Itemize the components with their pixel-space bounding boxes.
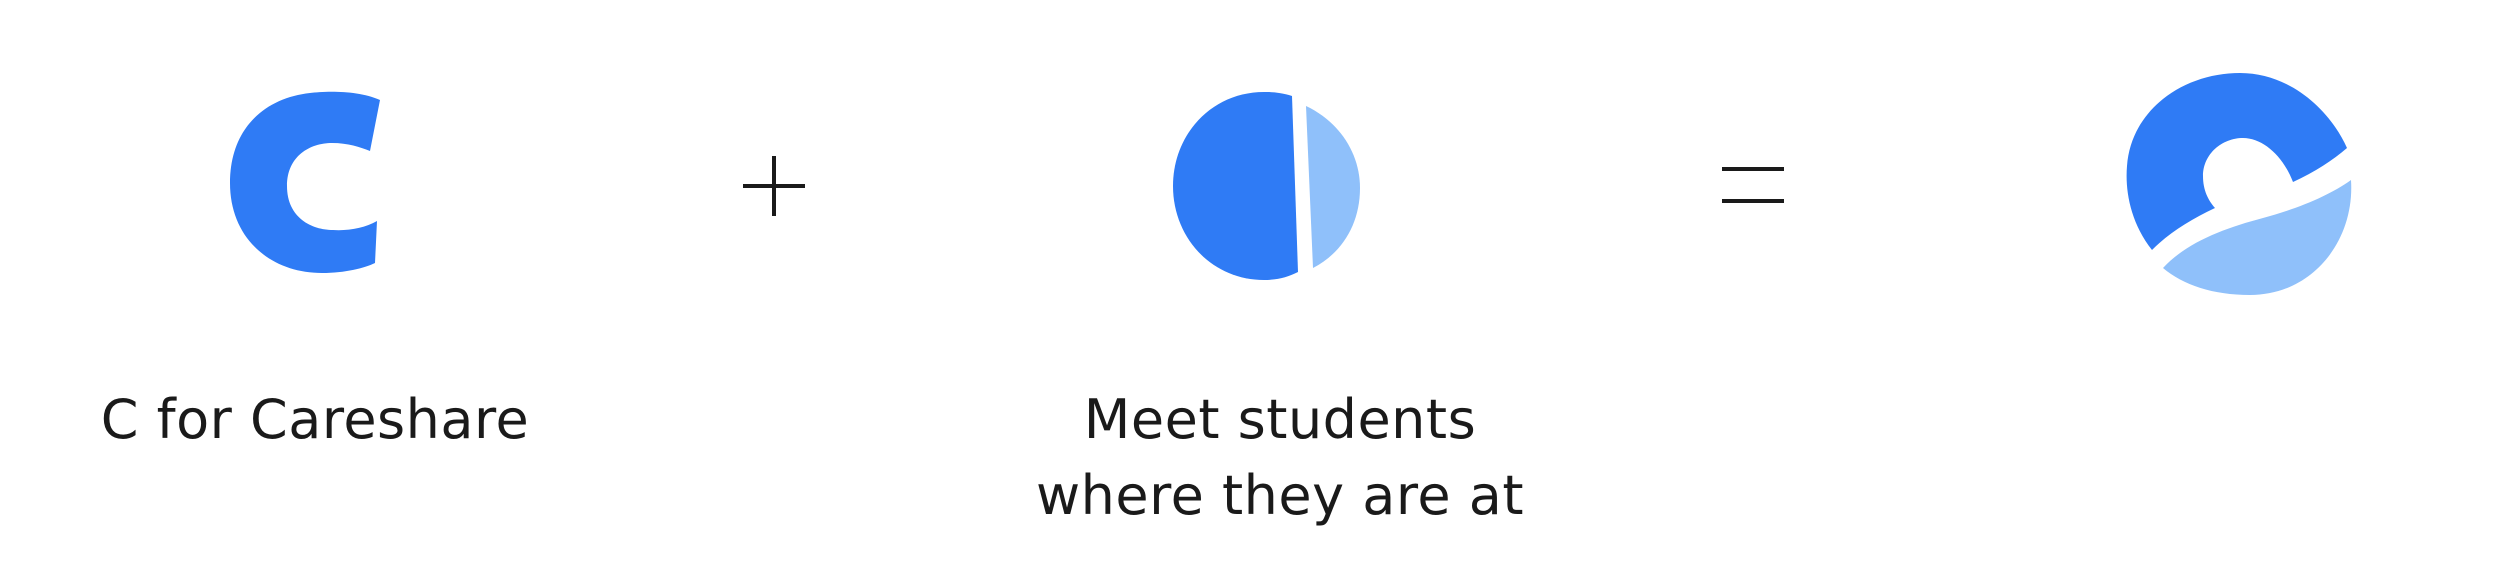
caption-line: Meet students (1083, 388, 1477, 451)
caption-line: C for Careshare (100, 388, 530, 451)
equals-icon (1722, 166, 1784, 204)
careshare-logo-icon (2125, 70, 2365, 300)
plus-icon (743, 156, 805, 216)
caption-line: where they are at (1035, 464, 1524, 527)
letter-c-icon (230, 88, 390, 278)
split-circle-icon (1170, 90, 1370, 282)
caption-meet-students: Meet students where they are at (1020, 382, 1540, 534)
caption-c-for-careshare: C for Careshare (100, 382, 530, 458)
